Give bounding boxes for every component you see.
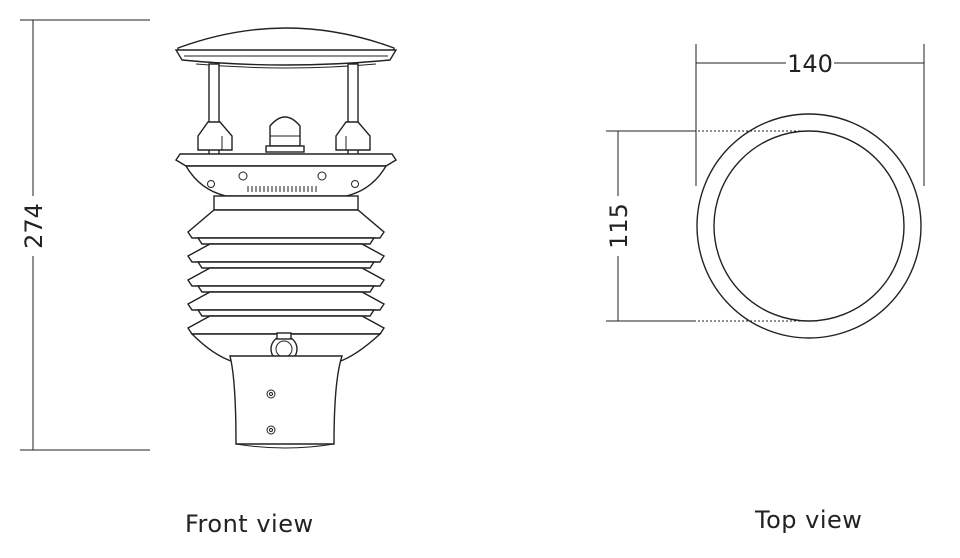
inner-dimension: 115	[605, 130, 809, 322]
sensor-top-view	[696, 113, 922, 339]
top-view-caption: Top view	[755, 506, 863, 534]
front-view-caption: Front view	[185, 510, 314, 538]
inner-dimension-label: 115	[605, 203, 633, 249]
top-cap	[174, 27, 398, 69]
sensor-front-view	[174, 27, 398, 449]
vent-slots	[247, 186, 317, 192]
diameter-dimension: 140	[695, 44, 925, 186]
height-dimension: 274	[20, 19, 150, 451]
height-dimension-label: 274	[20, 203, 48, 249]
transducer-plate	[175, 153, 397, 211]
center-dome	[265, 116, 305, 153]
top-view-inner-circle	[713, 130, 905, 322]
diameter-dimension-label: 140	[787, 50, 833, 78]
mounting-pole	[229, 355, 343, 449]
support-rods	[197, 63, 371, 157]
